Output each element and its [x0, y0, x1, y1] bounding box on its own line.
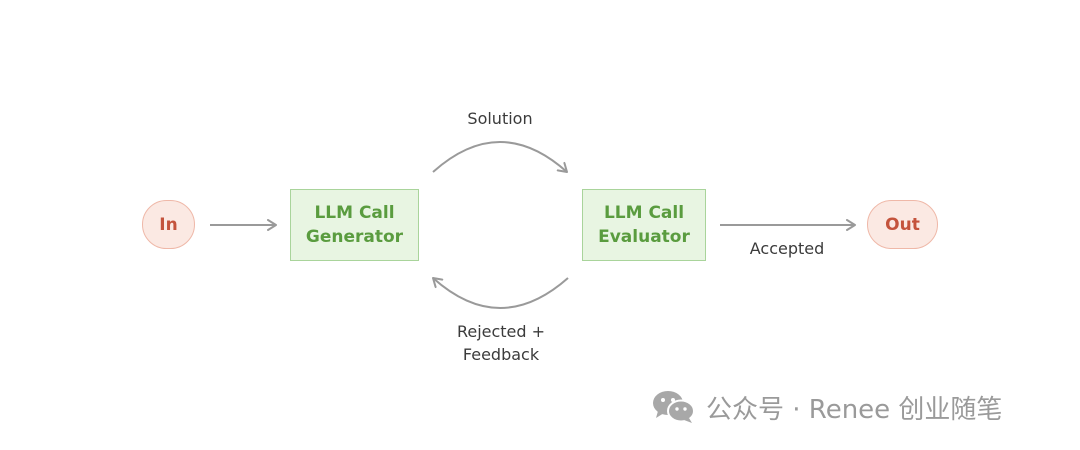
solution-edge-label: Solution [467, 109, 533, 128]
evaluator-label-line2: Evaluator [598, 227, 690, 247]
input-node-label: In [159, 214, 178, 235]
rejected-edge-label: Rejected + Feedback [436, 320, 566, 366]
input-node: In [142, 200, 195, 249]
watermark-text: 公众号 · Renee 创业随笔 [706, 394, 1003, 425]
rejected-label-line2: Feedback [462, 345, 540, 364]
arrow-solution [432, 141, 568, 173]
evaluator-label-line1: LLM Call [603, 203, 685, 223]
output-node-label: Out [885, 214, 920, 235]
generator-label-line2: Generator [305, 227, 404, 247]
rejected-label-line1: Rejected + [456, 322, 546, 341]
output-node: Out [867, 200, 938, 249]
evaluator-node: LLM Call Evaluator [582, 189, 706, 261]
arrow-rejected-feedback [432, 277, 569, 309]
generator-node: LLM Call Generator [290, 189, 419, 261]
watermark: 公众号 · Renee 创业随笔 [652, 387, 1062, 427]
wechat-icon [653, 391, 695, 423]
generator-label-line1: LLM Call [314, 203, 395, 223]
accepted-edge-label: Accepted [749, 239, 825, 258]
